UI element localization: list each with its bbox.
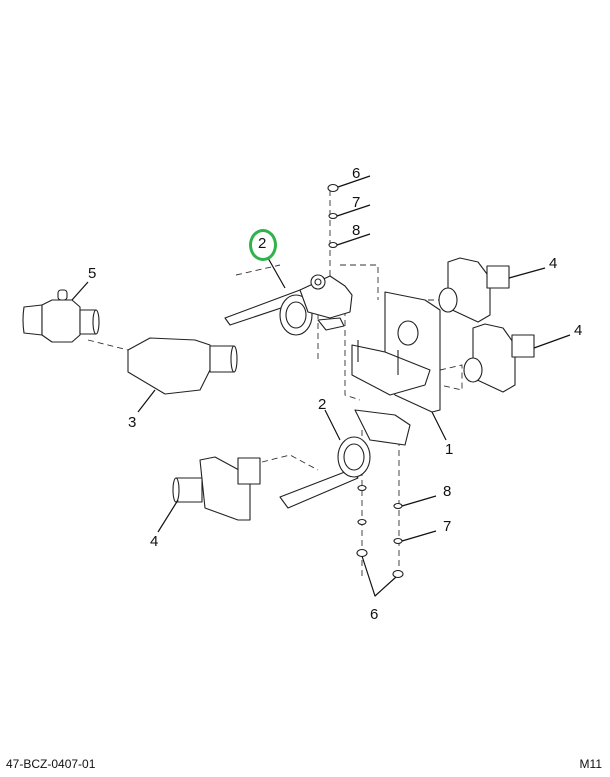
part-5-fitting	[22, 289, 100, 343]
part-3-elbow	[127, 337, 238, 395]
highlight-ring	[249, 229, 277, 261]
part-4-upper-right	[438, 257, 510, 323]
callout-4-lower-left[interactable]: 4	[150, 533, 159, 550]
part-2-upper-valve	[224, 274, 353, 336]
callout-1[interactable]: 1	[445, 441, 454, 458]
callout-2-upper[interactable]: 2	[258, 235, 267, 252]
callout-8-upper: 8	[352, 222, 361, 239]
callout-7-upper: 7	[352, 194, 361, 211]
callout-7-lower[interactable]: 7	[443, 518, 452, 535]
sheet-code: M11	[579, 757, 602, 771]
callout-6-upper: 6	[352, 165, 361, 182]
part-4-lower-left	[172, 456, 261, 521]
callout-5[interactable]: 5	[88, 265, 97, 282]
callout-2-lower[interactable]: 2	[318, 396, 327, 413]
leader-lines	[71, 175, 571, 597]
part-2-lower-valve	[279, 409, 411, 509]
part-4-middle-right	[463, 323, 535, 393]
part-1-bracket	[351, 291, 441, 413]
hardware-upper	[327, 183, 339, 249]
callout-6-lower[interactable]: 6	[370, 606, 379, 623]
callout-4-middle-right[interactable]: 4	[574, 322, 583, 339]
hardware-lower	[356, 484, 404, 579]
callout-3[interactable]: 3	[128, 414, 137, 431]
callout-4-upper-right[interactable]: 4	[549, 255, 558, 272]
drawing-number: 47-BCZ-0407-01	[6, 757, 96, 771]
callout-8-lower[interactable]: 8	[443, 483, 452, 500]
